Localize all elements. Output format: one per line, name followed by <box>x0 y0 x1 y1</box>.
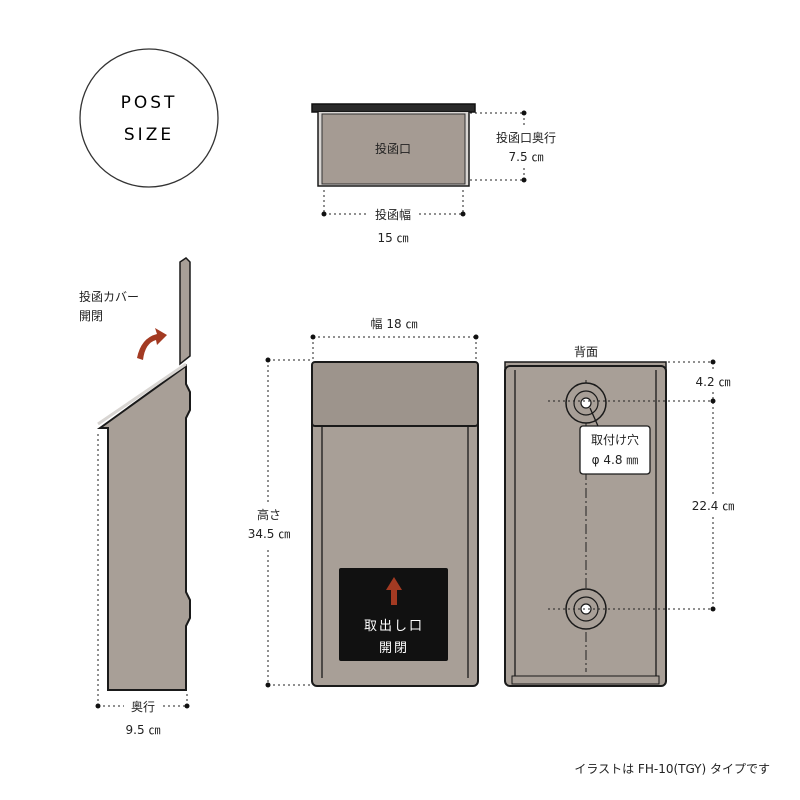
back-view-title: 背面 <box>574 345 598 359</box>
back-top-offset: 4.2 ㎝ <box>696 375 731 389</box>
cover-open-arrow-icon <box>137 328 167 360</box>
top-depth-label: 投函口奥行 <box>496 130 556 145</box>
post-size-badge: POST SIZE <box>79 48 219 188</box>
side-depth-value: 9.5 ㎝ <box>126 723 161 737</box>
top-view-slot <box>321 113 466 185</box>
top-view: 投函口 投函口奥行 7.5 ㎝ 投函幅 15 ㎝ <box>311 103 565 245</box>
front-height-value: 34.5 ㎝ <box>248 527 291 541</box>
arrow-up-icon <box>386 577 402 605</box>
side-depth-label: 奥行 <box>131 700 155 714</box>
front-top-cap <box>311 361 479 427</box>
side-cover <box>179 257 191 366</box>
top-width-label: 投函幅 <box>375 207 411 222</box>
top-depth-value: 7.5 ㎝ <box>509 150 544 164</box>
badge-line1: POST <box>121 93 178 113</box>
badge-line2: SIZE <box>124 125 174 145</box>
side-body <box>96 364 191 691</box>
front-width-label: 幅 18 ㎝ <box>371 316 418 331</box>
hole-label: 取付け穴 <box>591 432 639 447</box>
cover-label-line1: 投函カバー <box>79 289 139 304</box>
cover-label-line2: 開閉 <box>79 309 103 323</box>
hole-size: φ 4.8 ㎜ <box>592 453 639 467</box>
back-hole-spacing: 22.4 ㎝ <box>692 499 735 513</box>
slot-label: 投函口 <box>375 141 411 156</box>
back-view: 背面 取付け穴 φ 4.8 ㎜ 4.2 ㎝ 22.4 ㎝ <box>504 345 743 687</box>
footnote: イラストは FH-10(TGY) タイプです <box>574 762 770 776</box>
hole-callout <box>579 425 651 475</box>
outlet-label-line2: 開閉 <box>379 641 409 656</box>
outlet-label-line1: 取出し口 <box>364 619 424 634</box>
front-height-label: 高さ <box>257 507 281 522</box>
outlet-panel <box>339 568 448 661</box>
top-width-value: 15 ㎝ <box>377 231 408 245</box>
top-view-lid <box>311 103 476 113</box>
front-view: 幅 18 ㎝ 取出し口 開閉 高さ 34.5 ㎝ <box>242 314 479 688</box>
side-view: 投函カバー 開閉 奥行 9.5 ㎝ <box>79 257 191 737</box>
